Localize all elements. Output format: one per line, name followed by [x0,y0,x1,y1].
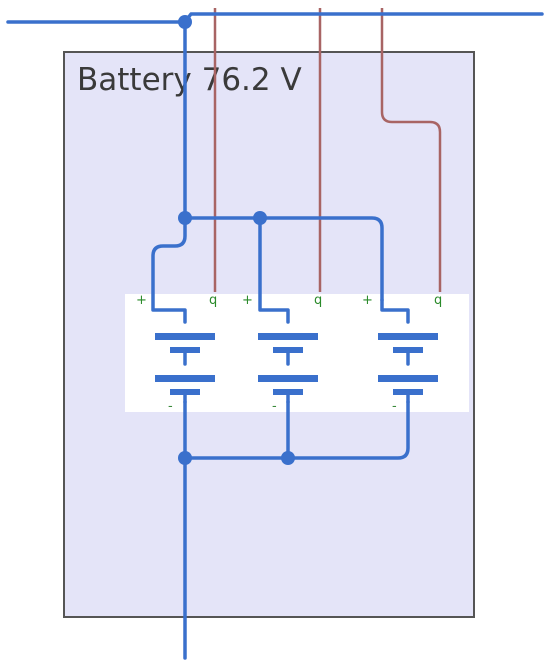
junction-negative-left [178,451,192,465]
cell1-minus-label: - [168,399,173,414]
positive-bus-wire [183,216,384,302]
cell3-negative-wire [183,400,410,460]
cell2-plate-long-a [258,333,318,340]
cell3-plus-label: + [362,293,373,308]
junctions [178,15,295,465]
sense-wires [213,8,442,292]
battery-title: Battery 76.2 V [77,62,302,98]
cell3-q-label: q [434,293,442,308]
cell1-plate-short-b [170,389,200,395]
cell1-plate-long-b [155,375,215,382]
junction-top [178,15,192,29]
cell3-plate-short-b [393,389,423,395]
cell2-plate-short-a [273,347,303,353]
cell2-minus-label: - [272,399,277,414]
junction-positive-left [178,211,192,225]
cell2-positive-wire [258,216,290,324]
cell1-plus-label: + [136,293,147,308]
cell-3 [378,333,438,395]
cell2-plus-label: + [242,293,253,308]
cell3-plate-long-b [378,375,438,382]
cell3-positive-wire [380,298,410,324]
junction-negative-middle [281,451,295,465]
cell-1 [155,333,215,395]
junction-positive-middle [253,211,267,225]
top-bus-wire [6,12,544,24]
cell1-plate-short-a [170,347,200,353]
cell1-plate-long-a [155,333,215,340]
cell3-minus-label: - [392,399,397,414]
cell1-q-label: q [209,293,217,308]
cell1-positive-wire [151,216,187,324]
cell2-plate-short-b [273,389,303,395]
cell-2 [258,333,318,395]
power-wires [6,12,544,660]
sense-wire-3 [380,8,442,292]
cell2-plate-long-b [258,375,318,382]
cell3-plate-long-a [378,333,438,340]
cell3-plate-short-a [393,347,423,353]
cell2-q-label: q [314,293,322,308]
